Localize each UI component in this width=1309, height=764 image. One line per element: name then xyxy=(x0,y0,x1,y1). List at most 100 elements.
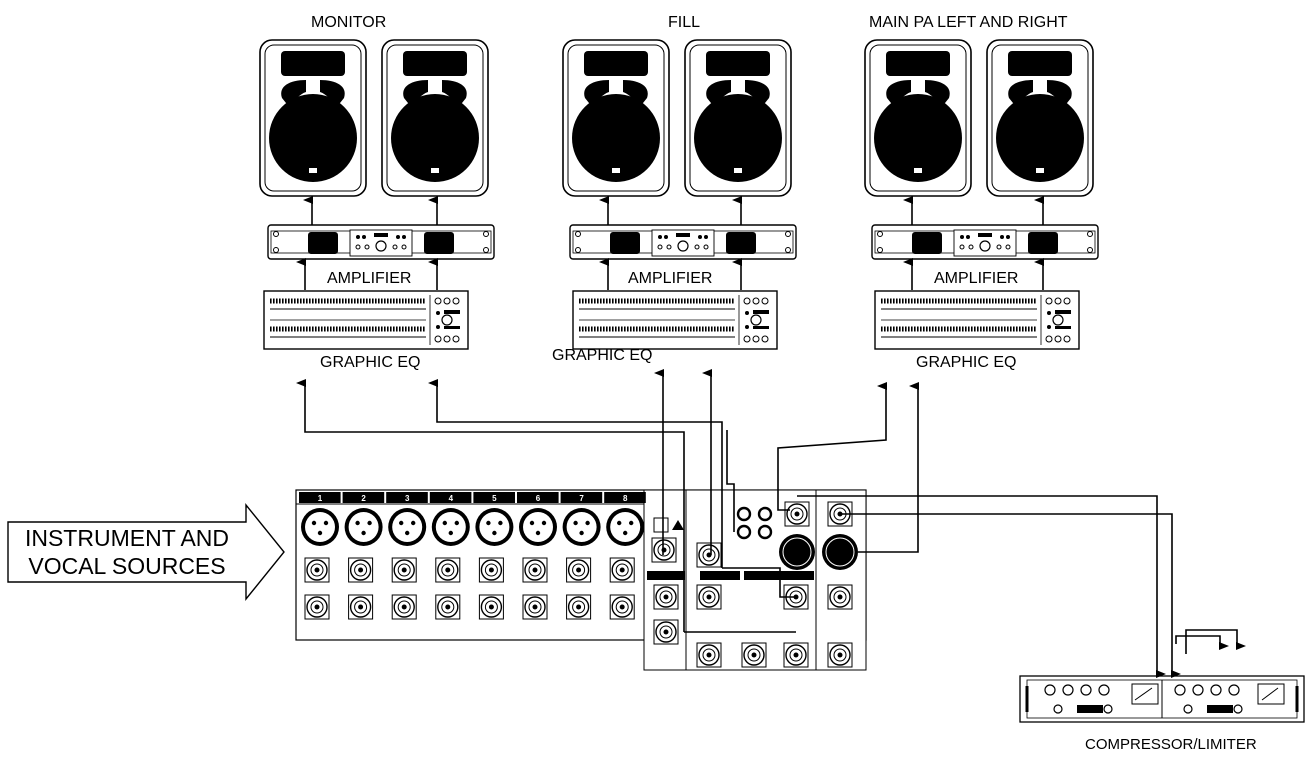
line-input-jack xyxy=(391,557,417,583)
compressor-knob xyxy=(1210,684,1222,696)
instrument-sources-arrow xyxy=(7,503,285,601)
main-pa-graphic-eq xyxy=(875,291,1079,349)
insert-jack xyxy=(435,594,461,620)
channel-header-bar xyxy=(604,492,646,503)
fill-graphic-eq-label: GRAPHIC EQ xyxy=(552,347,653,364)
main-pa-speaker-left xyxy=(864,39,972,197)
channel-header-bar xyxy=(429,492,472,503)
channel-header-bar xyxy=(342,492,385,503)
monitor-graphic-eq xyxy=(264,291,468,349)
channel-header-bar xyxy=(517,492,559,503)
xlr-mic-input xyxy=(519,508,557,546)
line-input-jack xyxy=(609,557,635,583)
compressor-knob-small xyxy=(1103,704,1113,714)
line-input-jack xyxy=(435,557,461,583)
line-input-jack xyxy=(478,557,505,583)
mixer-channel-7: 7 xyxy=(560,492,603,620)
main-pa-amplifier xyxy=(871,224,1099,260)
mixer-channel-8: 8 xyxy=(604,492,646,620)
insert-jack xyxy=(478,594,505,620)
insert-jack xyxy=(609,594,635,620)
fill-graphic-eq xyxy=(573,291,777,349)
channel-number: 4 xyxy=(449,494,454,503)
stereo2-r-jack xyxy=(696,642,722,668)
mixer-channel-2: 2 xyxy=(342,492,385,620)
fill-amplifier-label: AMPLIFIER xyxy=(628,270,713,287)
line-input-jack xyxy=(304,557,330,583)
monitor-graphic-eq-label: GRAPHIC EQ xyxy=(320,354,421,371)
compressor-knob xyxy=(1228,684,1240,696)
mono-out-jack xyxy=(827,584,853,610)
aux1-out-jack xyxy=(651,537,677,563)
line-input-jack xyxy=(565,557,592,583)
mixer-channel-3: 3 xyxy=(386,492,428,620)
phantom-power-section xyxy=(647,517,685,645)
main-pa-label: MAIN PA LEFT AND RIGHT xyxy=(869,14,1068,31)
xlr-mic-input xyxy=(344,508,383,546)
mixer-input-channels: 1 2 3 4 5 6 7 8 xyxy=(299,492,646,620)
channel-number: 8 xyxy=(623,494,628,503)
compressor-knob xyxy=(1192,684,1204,696)
fx-section xyxy=(696,506,814,668)
channel-header-bar xyxy=(473,492,515,503)
xlr-mic-input xyxy=(301,508,339,546)
compressor-limiter xyxy=(1019,675,1305,723)
instrument-sources-line2: VOCAL SOURCES xyxy=(28,553,226,579)
line-input-jack xyxy=(522,557,548,583)
fill-speaker-right xyxy=(684,39,792,197)
mixer-channel-1: 1 xyxy=(299,492,341,620)
fill-speaker-left xyxy=(562,39,670,197)
mono-out-jack-2 xyxy=(827,642,853,668)
channel-number: 5 xyxy=(492,494,497,503)
monitor-amplifier xyxy=(267,224,495,260)
insert-jack xyxy=(522,594,548,620)
main-pa-speaker-right xyxy=(986,39,1094,197)
main-pa-amplifier-label: AMPLIFIER xyxy=(934,270,1019,287)
phones-jack xyxy=(783,642,809,668)
xlr-mic-input xyxy=(388,508,427,546)
compressor-knob xyxy=(1062,684,1074,696)
compressor-knob-small xyxy=(1053,704,1063,714)
channel-header-bar xyxy=(386,492,428,503)
insert-jack xyxy=(565,594,592,620)
mixer: 1 2 3 4 5 6 7 8 xyxy=(295,489,867,671)
monitor-label: MONITOR xyxy=(311,14,387,31)
fill-amplifier xyxy=(569,224,797,260)
channel-header-bar xyxy=(560,492,603,503)
instrument-sources-line1: INSTRUMENT AND xyxy=(24,525,230,551)
insert-jack xyxy=(347,594,374,620)
mixer-channel-6: 6 xyxy=(517,492,559,620)
fill-label: FILL xyxy=(668,14,701,31)
compressor-knob xyxy=(1080,684,1092,696)
insert-jack xyxy=(304,594,330,620)
instrument-sources-label: INSTRUMENT AND VOCAL SOURCES xyxy=(8,522,246,582)
compressor-knob-small xyxy=(1183,704,1193,714)
stereo-return-r-jack xyxy=(741,642,767,668)
channel-number: 2 xyxy=(361,494,366,503)
insert-jack xyxy=(391,594,417,620)
monitor-amplifier-label: AMPLIFIER xyxy=(327,270,412,287)
xlr-mic-input xyxy=(431,508,470,546)
mixer-channel-4: 4 xyxy=(429,492,472,620)
fx-bus-out-jack xyxy=(696,542,722,568)
stereo1-r-jack xyxy=(653,619,679,645)
main-out-section xyxy=(779,501,858,668)
channel-number: 7 xyxy=(579,494,584,503)
mixer-channel-5: 5 xyxy=(473,492,515,620)
signal-routing xyxy=(296,369,1246,678)
amp-to-speaker-connections xyxy=(296,196,1044,290)
monitor-speaker-right xyxy=(381,39,489,197)
compressor-knob xyxy=(1098,684,1110,696)
compressor-knob xyxy=(1044,684,1056,696)
insert-l-jack xyxy=(784,501,810,527)
compressor-limiter-label: COMPRESSOR/LIMITER xyxy=(1085,736,1257,753)
xlr-mic-input xyxy=(606,508,645,546)
stereo1-l-jack xyxy=(653,584,679,610)
compressor-knob-small xyxy=(1233,704,1243,714)
channel-number: 6 xyxy=(536,494,541,503)
channel-number: 3 xyxy=(405,494,410,503)
monitor-speaker-left xyxy=(259,39,367,197)
xlr-mic-input xyxy=(475,508,514,546)
channel-header-bar xyxy=(299,492,341,503)
